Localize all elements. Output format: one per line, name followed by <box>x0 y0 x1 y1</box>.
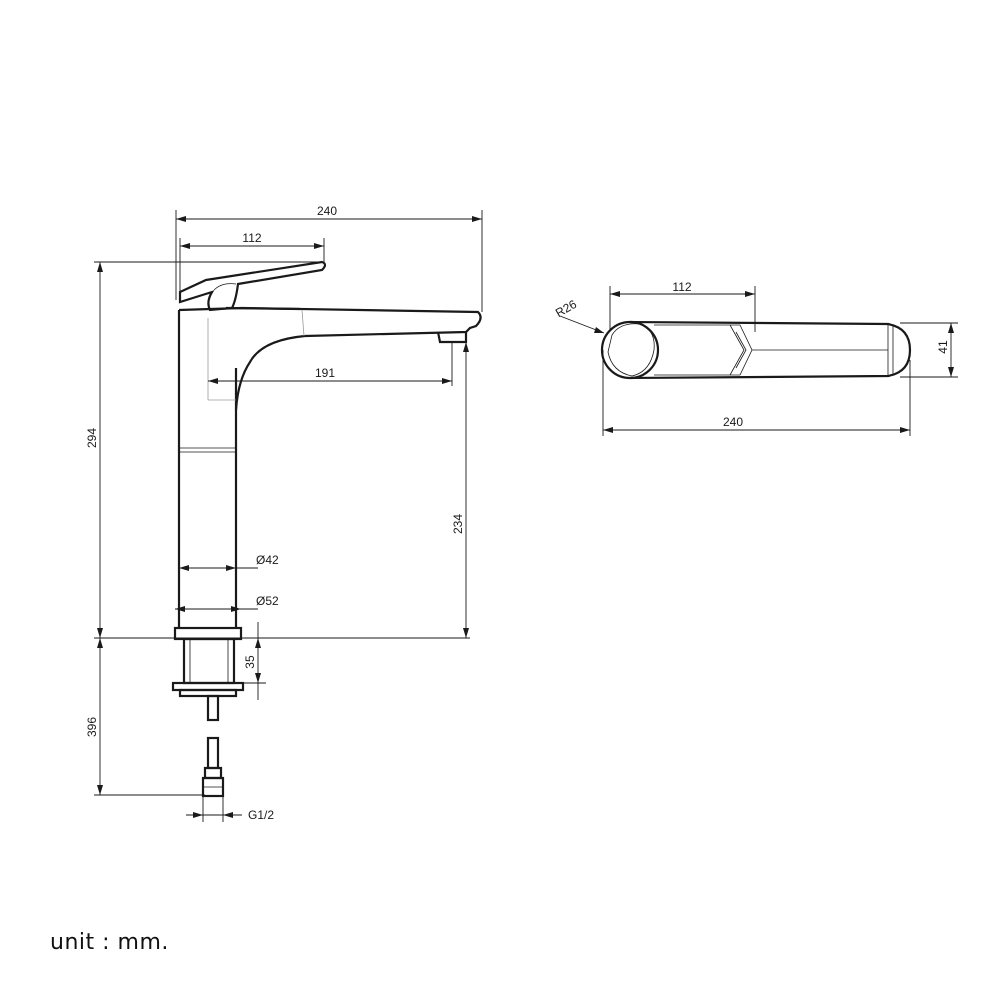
faucet-shank <box>171 637 245 722</box>
unit-note: unit : mm. <box>50 930 169 955</box>
faucet-handle <box>178 260 327 312</box>
label-r26: R26 <box>553 297 579 320</box>
dim-side-spout-height <box>463 342 469 638</box>
label-396: 396 <box>85 717 99 737</box>
label-240-side: 240 <box>317 204 337 218</box>
dim-side-install-depth <box>94 638 205 796</box>
dim-side-handle-width <box>179 238 325 292</box>
dim-side-body-diameter <box>179 565 258 571</box>
top-spout-outline <box>629 320 912 380</box>
top-view: 112 R26 41 240 <box>553 280 958 436</box>
hose-connector <box>201 736 225 798</box>
dim-side-total-height <box>94 261 470 639</box>
label-294: 294 <box>85 428 99 448</box>
dim-top-total-width <box>602 350 911 436</box>
label-35: 35 <box>243 655 257 669</box>
label-112-top: 112 <box>672 280 691 294</box>
dim-top-radius <box>559 315 605 334</box>
dim-side-shank-length <box>241 622 266 700</box>
side-view: 240 112 191 294 234 Ø42 Ø52 35 396 G1/2 <box>85 204 483 822</box>
label-g12: G1/2 <box>248 808 274 822</box>
label-41: 41 <box>936 340 950 354</box>
label-191: 191 <box>315 366 335 380</box>
dim-side-total-width <box>175 210 483 312</box>
dim-side-base-diameter <box>175 606 258 612</box>
dim-side-spout-reach <box>208 342 453 386</box>
faucet-spout <box>178 306 482 411</box>
label-diameter-52: Ø52 <box>256 594 279 608</box>
label-112-side: 112 <box>242 231 261 245</box>
dim-top-handle-width <box>609 286 756 332</box>
label-234: 234 <box>451 514 465 534</box>
label-240-top: 240 <box>723 415 743 429</box>
dim-side-thread <box>186 796 242 822</box>
label-diameter-42: Ø42 <box>256 553 279 567</box>
